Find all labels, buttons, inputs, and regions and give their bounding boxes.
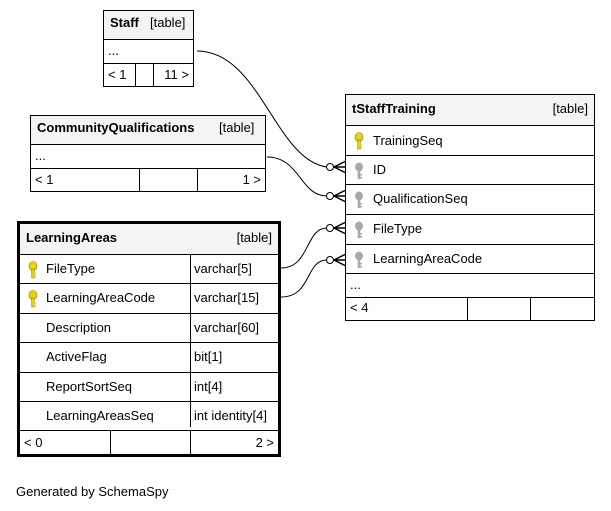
table-name: CommunityQualifications xyxy=(37,120,195,135)
children-count: 1 > xyxy=(242,172,261,187)
table-name: tStaffTraining xyxy=(352,101,436,116)
key-icon xyxy=(354,191,364,212)
key-icon xyxy=(354,162,364,183)
key-icon xyxy=(28,290,38,311)
table-footer: < 1 1 > xyxy=(31,168,265,191)
table-footer: < 1 11 > xyxy=(104,63,193,86)
crowfoot-marker xyxy=(333,253,347,267)
column-row: Description varchar[60] xyxy=(20,313,278,342)
children-count: 2 > xyxy=(255,435,274,450)
column-type: varchar[15] xyxy=(194,290,260,305)
column-name: FileType xyxy=(373,221,423,236)
table-header: CommunityQualifications [table] xyxy=(31,116,265,144)
column-name: FileType xyxy=(46,261,96,276)
column-name: TrainingSeq xyxy=(373,133,443,148)
parents-count: < 0 xyxy=(24,435,43,450)
column-row: LearningAreasSeq int identity[4] xyxy=(20,401,278,430)
optional-circle xyxy=(326,224,334,232)
column-row: ActiveFlag bit[1] xyxy=(20,342,278,372)
edge-learning-areacode xyxy=(280,259,328,298)
table-footer: < 0 2 > xyxy=(20,430,278,454)
table-type: [table] xyxy=(552,101,588,116)
table-type: [table] xyxy=(219,120,255,135)
key-icon xyxy=(28,261,38,282)
column-type: int[4] xyxy=(194,379,223,394)
parents-count: < 4 xyxy=(350,300,369,315)
optional-circle xyxy=(326,163,334,171)
column-name: Description xyxy=(46,320,112,335)
key-icon xyxy=(354,251,364,272)
more-columns: ... xyxy=(108,43,119,58)
table-header: LearningAreas [table] xyxy=(20,224,278,254)
column-name: ID xyxy=(373,162,386,177)
more-columns-row: ... xyxy=(31,144,265,168)
table-community-qualifications[interactable]: CommunityQualifications [table] ... < 1 … xyxy=(30,115,266,192)
crowfoot-marker xyxy=(333,189,347,203)
table-type: [table] xyxy=(236,230,272,245)
optional-circle xyxy=(326,256,334,264)
more-columns-row: ... xyxy=(104,39,193,63)
column-row: LearningAreaCode xyxy=(346,244,594,273)
table-type: [table] xyxy=(150,15,186,30)
edge-community-qualification xyxy=(266,156,328,197)
column-name: LearningAreasSeq xyxy=(46,408,154,423)
column-name: LearningAreaCode xyxy=(373,251,483,266)
key-icon xyxy=(354,221,364,242)
key-icon xyxy=(354,132,364,153)
column-name: LearningAreaCode xyxy=(46,290,156,305)
column-row: QualificationSeq xyxy=(346,184,594,214)
edge-staff-id xyxy=(196,50,328,168)
column-type: varchar[60] xyxy=(194,320,260,335)
column-divider xyxy=(190,254,191,427)
parents-count: < 1 xyxy=(108,67,127,82)
more-columns: ... xyxy=(35,148,46,163)
table-header: tStaffTraining [table] xyxy=(346,95,594,125)
column-name: ReportSortSeq xyxy=(46,379,132,394)
table-tstafftraining[interactable]: tStaffTraining [table] TrainingSeq ID Qu… xyxy=(345,94,595,321)
parents-count: < 1 xyxy=(35,172,54,187)
table-header: Staff [table] xyxy=(104,11,193,39)
more-columns-row: ... xyxy=(346,273,594,297)
table-staff[interactable]: Staff [table] ... < 1 11 > xyxy=(103,10,194,87)
table-footer: < 4 xyxy=(346,297,594,320)
column-row: FileType varchar[5] xyxy=(20,254,278,283)
table-name: Staff xyxy=(110,15,139,30)
column-row: FileType xyxy=(346,214,594,244)
column-name: ActiveFlag xyxy=(46,349,107,364)
column-type: int identity[4] xyxy=(194,408,267,423)
more-columns: ... xyxy=(350,277,361,292)
crowfoot-marker xyxy=(333,221,347,235)
table-learningareas[interactable]: LearningAreas [table] FileType varchar[5… xyxy=(17,221,281,457)
column-type: bit[1] xyxy=(194,349,223,364)
column-row: LearningAreaCode varchar[15] xyxy=(20,283,278,313)
column-row: ID xyxy=(346,155,594,184)
optional-circle xyxy=(326,192,334,200)
table-name: LearningAreas xyxy=(26,230,118,245)
crowfoot-marker xyxy=(333,160,347,174)
edge-learning-filetype xyxy=(280,227,328,269)
column-row: TrainingSeq xyxy=(346,125,594,155)
children-count: 11 > xyxy=(164,67,189,82)
column-type: varchar[5] xyxy=(194,261,252,276)
column-row: ReportSortSeq int[4] xyxy=(20,372,278,401)
generated-by-label: Generated by SchemaSpy xyxy=(16,484,169,499)
column-name: QualificationSeq xyxy=(373,191,468,206)
